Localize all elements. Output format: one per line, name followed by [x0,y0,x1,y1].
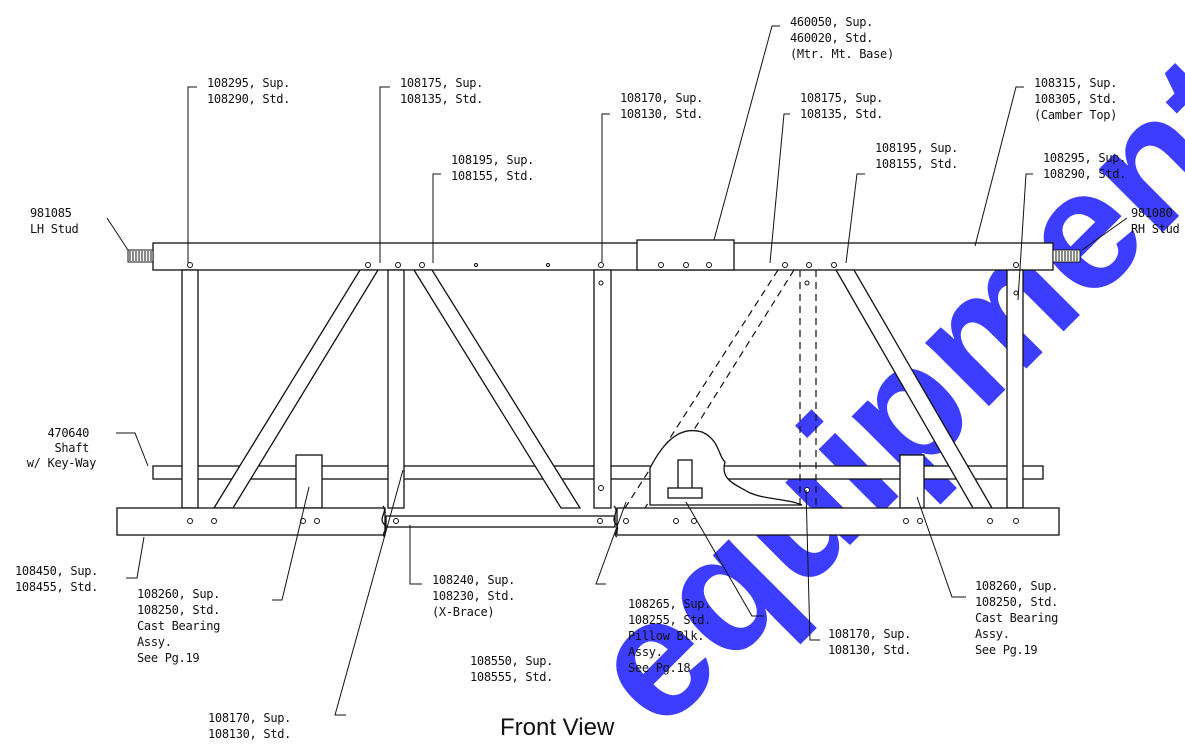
break-mark-left [381,505,387,538]
rh-stud-icon [1052,249,1081,263]
label-motor-mount-base: 460050, Sup. 460020, Std. (Mtr. Mt. Base… [790,15,894,61]
bottom-rail-right [616,507,1060,536]
label-brace-108175-left: 108175, Sup. 108135, Std. [400,76,490,106]
label-camber-top: 108315, Sup. 108305, Std. (Camber Top) [1034,76,1124,122]
label-brace-108195-left: 108195, Sup. 108155, Std. [451,153,541,183]
cast-bearing-left [295,454,323,509]
label-post-108170-top: 108170, Sup. 108130, Std. [620,91,710,121]
label-lh-stud: 981085 LH Stud [30,206,79,236]
top-rail-holes [187,262,1019,268]
label-brace-108295-right: 108295, Sup. 108290, Std. [1043,151,1133,181]
cast-bearing-right [899,454,925,509]
hidden-post [799,270,817,510]
label-brace-108175-right: 108175, Sup. 108135, Std. [800,91,890,121]
bottom-rail-holes [187,518,1019,524]
lh-stud-icon [127,249,154,263]
label-bottom-108550: 108550, Sup. 108555, Std. [470,654,560,684]
label-cast-bearing-left: 108260, Sup. 108250, Std. Cast Bearing A… [137,587,227,665]
rh-stud-threads [1055,251,1078,261]
bottom-rail-left [116,507,386,536]
label-rh-stud: 981080 RH Stud [1131,206,1180,236]
label-post-108170-bottom-left: 108170, Sup. 108130, Std. [208,711,298,741]
leader-lines [106,25,1128,716]
label-brace-108195-right: 108195, Sup. 108155, Std. [875,141,965,171]
label-bottom-rail: 108450, Sup. 108455, Std. [15,564,105,594]
label-shaft: 470640 Shaft w/ Key-Way [27,426,96,470]
label-pillow-block: 108265, Sup. 108255, Std. Pillow Blk. As… [628,597,718,675]
break-mark-right [613,505,619,538]
pillow-block-upright [677,459,693,491]
vertical-posts [181,269,1024,509]
label-x-brace: 108240, Sup. 108230, Std. (X-Brace) [432,573,522,619]
label-cast-bearing-right: 108260, Sup. 108250, Std. Cast Bearing A… [975,579,1065,657]
lh-stud-threads [129,251,152,261]
label-post-108170-bottom-right: 108170, Sup. 108130, Std. [828,627,918,657]
pillow-block-base [667,487,703,499]
label-brace-108295-left: 108295, Sup. 108290, Std. [207,76,297,106]
x-brace [385,515,616,528]
diagonal-braces [212,269,994,509]
page-title: Front View [500,714,615,741]
